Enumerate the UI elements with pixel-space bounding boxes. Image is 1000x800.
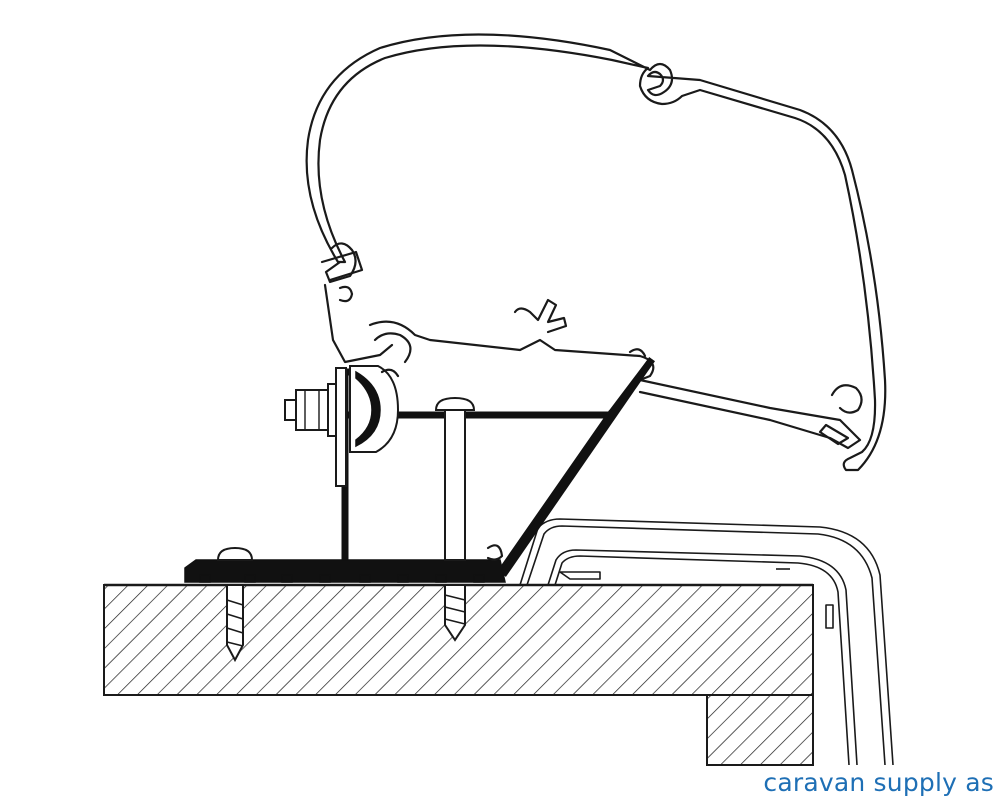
wall-post (706, 694, 814, 766)
nut (295, 389, 329, 431)
adapter-bracket (184, 357, 655, 583)
body-corner-profile (519, 518, 894, 766)
washer (327, 383, 337, 437)
center-screw (434, 396, 476, 642)
left-screw (216, 546, 254, 663)
bracket-clip (486, 544, 504, 561)
awning-cassette (305, 33, 887, 472)
bolt-with-nut (284, 367, 347, 487)
watermark-text: caravan supply as (763, 768, 994, 797)
base-ribs (199, 574, 485, 583)
